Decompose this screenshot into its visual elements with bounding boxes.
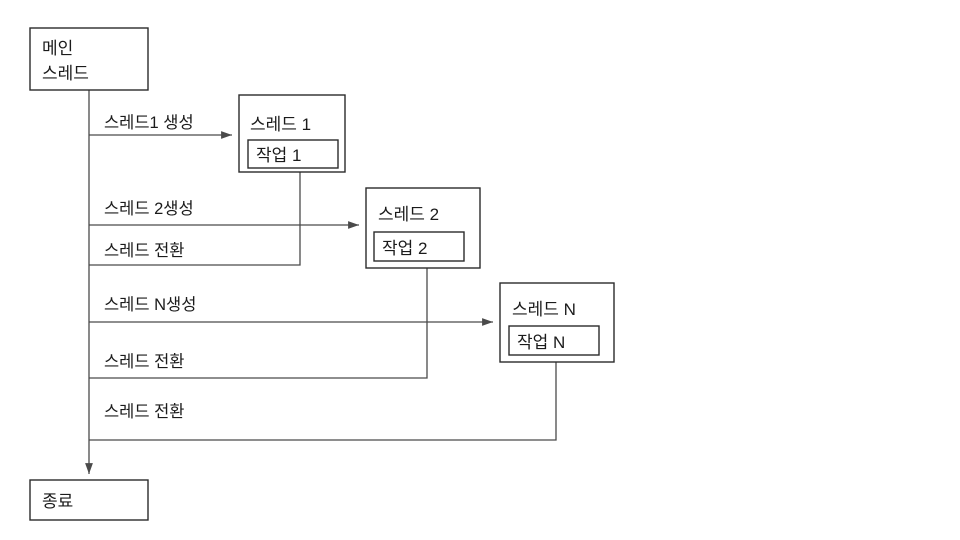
thread-1-task-label: 작업 1 <box>256 146 301 165</box>
node-main-thread[interactable]: 메인 스레드 <box>29 27 149 91</box>
edge-switch-back-from-thread-1 <box>89 172 301 266</box>
edge-label-create-thread-1: 스레드1 생성 <box>104 113 194 132</box>
edge-label-switch-back-2: 스레드 전환 <box>104 352 184 371</box>
thread-n-task-box[interactable] <box>508 325 600 356</box>
edge-label-switch-back-3: 스레드 전환 <box>104 402 184 421</box>
end-label: 종료 <box>42 492 73 511</box>
thread-1-task-box[interactable] <box>247 139 339 169</box>
edge-switch-back-from-thread-n <box>89 362 557 441</box>
edge-label-create-thread-2: 스레드 2생성 <box>104 199 194 218</box>
main-thread-label-line1: 메인 <box>42 39 73 58</box>
edge-label-switch-back-1: 스레드 전환 <box>104 241 184 260</box>
node-thread-1[interactable]: 스레드 1 작업 1 <box>238 94 346 173</box>
thread-n-task-label: 작업 N <box>517 333 565 352</box>
main-thread-label-line2: 스레드 <box>42 64 89 83</box>
edge-label-create-thread-n: 스레드 N생성 <box>104 295 196 314</box>
thread-2-task-box[interactable] <box>373 231 465 262</box>
end-box[interactable] <box>29 479 149 521</box>
edge-switch-back-from-thread-2 <box>89 268 428 379</box>
node-thread-n[interactable]: 스레드 N 작업 N <box>499 282 615 363</box>
node-thread-2[interactable]: 스레드 2 작업 2 <box>365 187 481 269</box>
thread-n-title: 스레드 N <box>512 300 576 319</box>
thread-1-title: 스레드 1 <box>250 115 311 134</box>
thread-2-task-label: 작업 2 <box>382 239 427 258</box>
thread-2-title: 스레드 2 <box>378 205 439 224</box>
node-end[interactable]: 종료 <box>29 479 149 521</box>
main-thread-box[interactable] <box>29 27 149 91</box>
